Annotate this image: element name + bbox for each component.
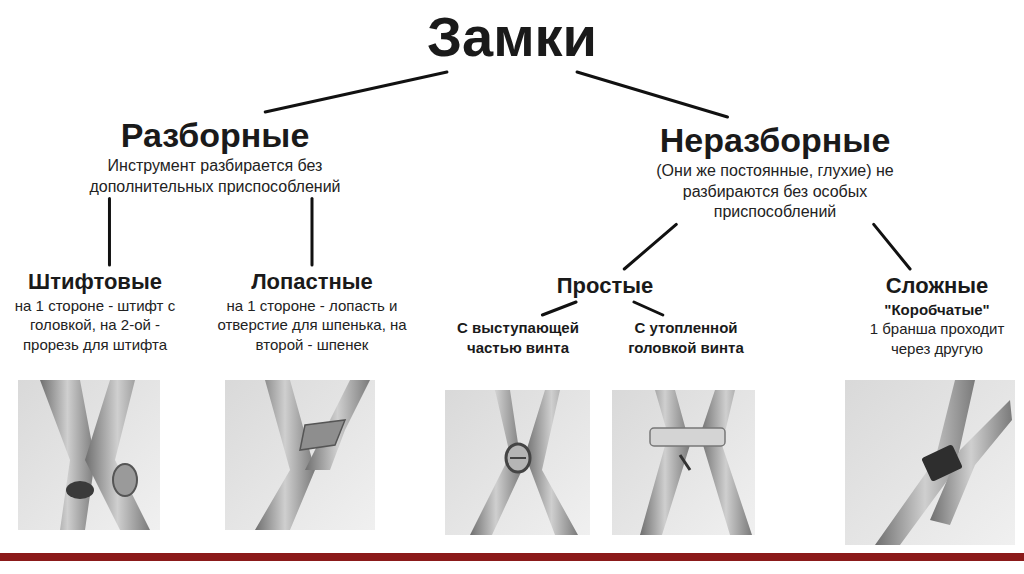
tree-node: Неразборные(Они же постоянные, глухие) н…	[650, 120, 900, 223]
photo-sunk-screw	[612, 390, 755, 535]
node-text: Инструмент разбирается без дополнительны…	[50, 156, 380, 198]
tree-node: С выступающей частью винта	[443, 318, 593, 357]
node-heading: Сложные	[852, 272, 1022, 300]
tree-node: Простые	[545, 272, 665, 300]
tree-connector	[542, 302, 576, 315]
node-text: (Они же постоянные, глухие) не разбирают…	[650, 161, 900, 223]
node-heading: Простые	[545, 272, 665, 300]
tree-node: Сложные"Коробчатые"1 бранша проходит чер…	[852, 272, 1022, 358]
node-heading: Лопастные	[205, 268, 420, 296]
node-heading: Неразборные	[650, 120, 900, 161]
node-text: на 1 стороне - лопасть и отверстие для ш…	[205, 296, 420, 355]
tree-connector	[634, 302, 663, 315]
tree-node: Замки	[382, 6, 642, 68]
tree-connector	[624, 224, 676, 269]
photo-protruding-screw	[445, 390, 590, 535]
photo-blade-lock	[225, 380, 375, 530]
tree-node: С утопленной головкой винта	[611, 318, 761, 357]
node-heading: Замки	[382, 6, 642, 68]
tree-connector	[577, 72, 727, 117]
node-heading: Штифтовые	[5, 268, 185, 296]
tree-node: Лопастныена 1 стороне - лопасть и отверс…	[205, 268, 420, 354]
bottom-bar	[0, 553, 1024, 561]
tree-connector	[265, 72, 447, 112]
tree-connector	[108, 199, 111, 265]
tree-connector	[874, 224, 910, 269]
photo-pin-lock	[18, 380, 160, 530]
node-text: 1 бранша проходит через другую	[852, 319, 1022, 358]
photo-box-lock	[845, 380, 1015, 545]
tree-connector	[311, 199, 314, 265]
node-text: на 1 стороне - штифт с головкой, на 2-ой…	[5, 296, 185, 355]
node-heading: С утопленной головкой винта	[611, 318, 761, 357]
node-heading: С выступающей частью винта	[443, 318, 593, 357]
node-heading: Разборные	[50, 115, 380, 156]
tree-node: Штифтовыена 1 стороне - штифт с головкой…	[5, 268, 185, 354]
node-text: "Коробчатые"	[852, 300, 1022, 320]
tree-node: РазборныеИнструмент разбирается без допо…	[50, 115, 380, 197]
